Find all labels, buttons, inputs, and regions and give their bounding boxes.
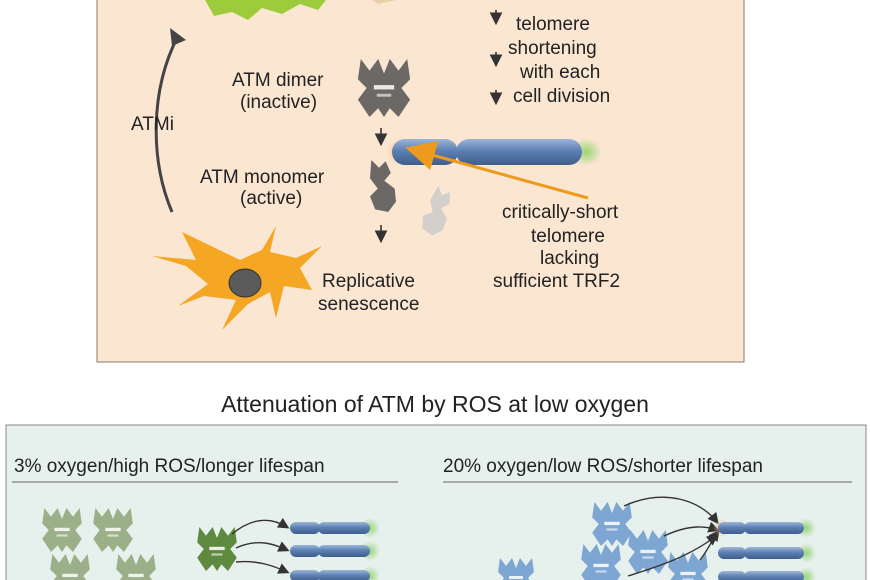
atm-monomer-label: ATM monomer [200, 167, 325, 188]
shortening-text-3: with each [519, 62, 600, 83]
atmi-label: ATMi [131, 114, 174, 135]
atm-monomer-state: (active) [240, 188, 302, 209]
right-heading: 20% oxygen/low ROS/shorter lifespan [443, 456, 763, 477]
atm-dimer-state: (inactive) [240, 92, 317, 113]
shortening-text-4: cell division [513, 86, 610, 107]
critical-text-4: sufficient TRF2 [493, 271, 620, 292]
senescent-cell-nucleus [228, 268, 262, 298]
critical-text-1: critically-short [502, 202, 619, 223]
left-arrows [231, 517, 290, 574]
critical-text-2: telomere [531, 226, 605, 247]
atm-dimer-label: ATM dimer [232, 70, 324, 91]
critical-telomere-arrow [405, 141, 589, 200]
shortening-text-2: shortening [508, 38, 597, 59]
proliferating-cell-shape [205, 0, 326, 20]
top-panel [96, 0, 745, 363]
left-heading: 3% oxygen/high ROS/longer lifespan [14, 456, 325, 477]
left-telomeres [290, 518, 380, 580]
right-telomeres [713, 518, 816, 580]
senescence-label-line2: senescence [318, 294, 419, 315]
senescence-label: Replicative [322, 271, 415, 292]
critical-text-3: lacking [540, 248, 599, 269]
shortening-text-1: telomere [516, 14, 590, 35]
atmi-arrow [154, 35, 180, 213]
section-title: Attenuation of ATM by ROS at low oxygen [221, 391, 649, 417]
